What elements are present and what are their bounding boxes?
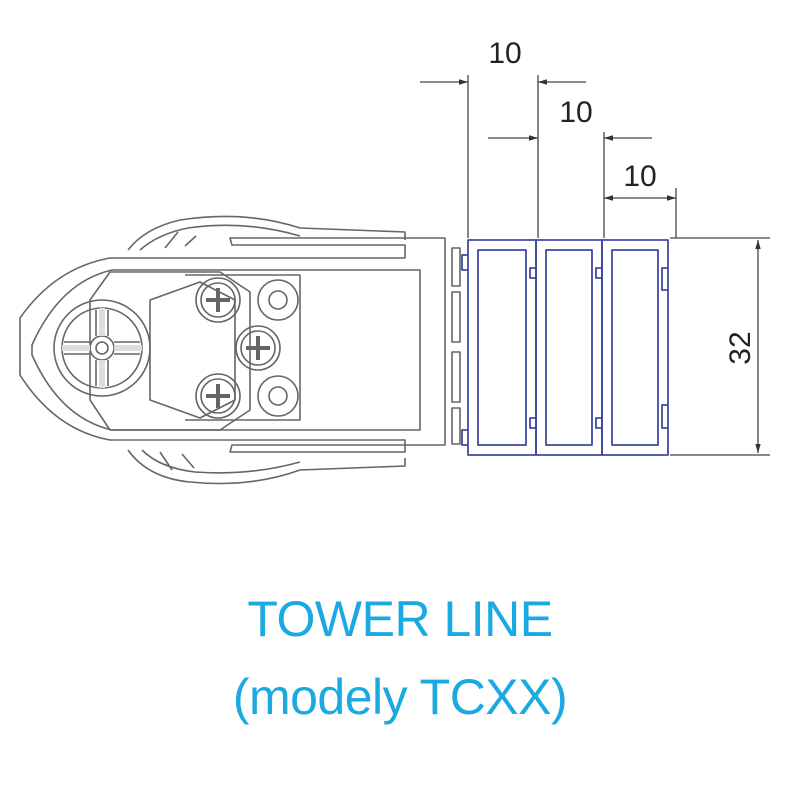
glass-slot-3 [451, 351, 461, 403]
glass-slot-4 [451, 407, 461, 445]
profile-2 [535, 239, 603, 456]
hinge-lower-arm [127, 449, 406, 485]
pivot-wheel-icon [53, 299, 151, 397]
nut-icon [257, 279, 299, 321]
extension-profiles [461, 239, 669, 456]
hinge-upper-arm [127, 215, 406, 251]
hinge-body [19, 215, 461, 485]
screw-icon [235, 325, 281, 371]
profile-3 [601, 239, 669, 456]
dimension-lines [420, 75, 770, 456]
hinge-lower-arm-inner [141, 449, 301, 474]
screw-icon [195, 373, 241, 419]
dimension-label-width-3: 10 [623, 160, 656, 193]
hinge-upper-arm-inner [139, 224, 301, 251]
nut-icon [257, 375, 299, 417]
hinge-upper-rib [164, 231, 197, 249]
hinge-inner-shell [31, 269, 421, 431]
hinge-outer-shell [19, 237, 446, 453]
screw-icon [195, 277, 241, 323]
profile-1 [461, 239, 537, 456]
glass-slot-1 [451, 247, 461, 287]
dimension-label-width-1: 10 [488, 37, 521, 70]
caption-title: TOWER LINE [247, 591, 553, 647]
glass-slot-2 [451, 291, 461, 343]
dimension-label-width-2: 10 [559, 96, 592, 129]
hinge-screw-bracket [185, 274, 301, 421]
caption-subtitle: (modely TCXX) [232, 669, 568, 725]
hinge-clamp-plate [89, 271, 251, 431]
hinge-lower-rib [159, 451, 195, 471]
dimension-label-height: 32 [724, 331, 757, 364]
